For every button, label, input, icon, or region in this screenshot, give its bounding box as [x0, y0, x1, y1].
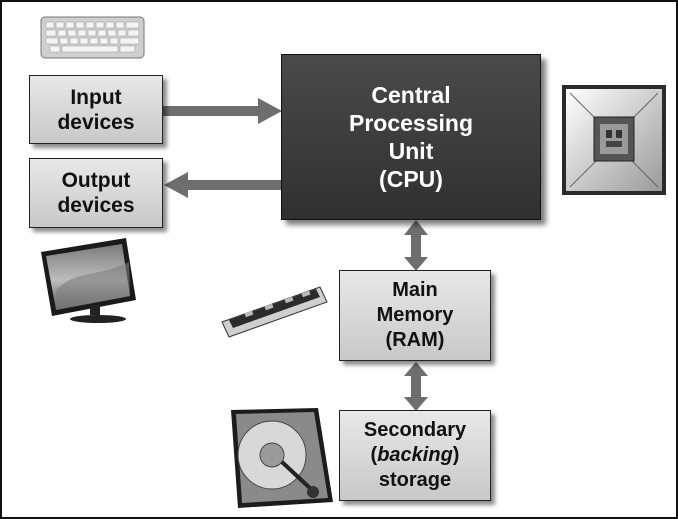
storage-line-3: storage	[378, 469, 452, 491]
cpu-to-output-arrow	[164, 172, 281, 198]
input-devices-label: Input devices	[57, 85, 135, 134]
ram-storage-double-arrow	[404, 362, 428, 411]
cpu-box: Central Processing Unit (CPU)	[281, 54, 541, 220]
cpu-label: Central Processing Unit (CPU)	[349, 82, 473, 192]
cpu-ram-double-arrow	[404, 220, 428, 271]
storage-line-2-italic: backing	[377, 444, 453, 466]
main-memory-box: Main Memory (RAM)	[339, 270, 491, 361]
main-memory-label: Main Memory (RAM)	[376, 279, 454, 351]
secondary-storage-label: Secondary (backing) storage	[364, 418, 466, 493]
output-devices-box: Output devices	[29, 158, 163, 228]
input-devices-box: Input devices	[29, 75, 163, 144]
cpu-chip-icon	[562, 85, 666, 195]
output-devices-label: Output devices	[57, 169, 135, 217]
storage-line-2-open: (	[370, 444, 378, 466]
ram-module-icon	[221, 286, 328, 338]
storage-line-1: Secondary	[363, 419, 467, 441]
secondary-storage-box: Secondary (backing) storage	[339, 410, 491, 501]
hard-drive-icon	[231, 408, 333, 508]
storage-line-2-close: )	[452, 444, 460, 466]
input-to-cpu-arrow	[163, 98, 282, 124]
keyboard-icon	[40, 16, 145, 59]
monitor-icon	[41, 238, 136, 323]
